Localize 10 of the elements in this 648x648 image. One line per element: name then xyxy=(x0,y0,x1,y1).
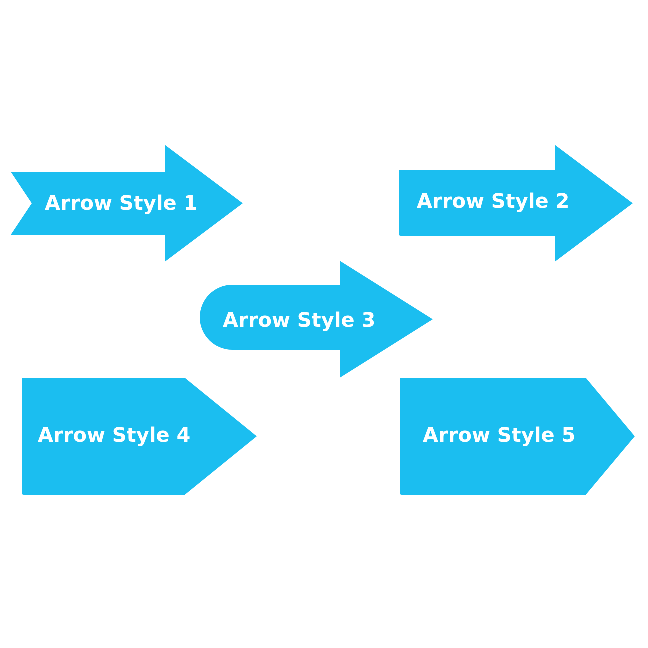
arrow-shape xyxy=(399,145,633,262)
arrow-label: Arrow Style 3 xyxy=(223,308,376,332)
arrow-label: Arrow Style 4 xyxy=(38,423,191,447)
arrow-shape xyxy=(200,261,433,378)
arrow-label: Arrow Style 5 xyxy=(423,423,576,447)
arrow-shape xyxy=(22,378,257,495)
arrow-label: Arrow Style 1 xyxy=(45,191,198,215)
arrow-label: Arrow Style 2 xyxy=(417,189,570,213)
arrow-shape xyxy=(400,378,635,495)
arrow-shape xyxy=(10,145,243,262)
